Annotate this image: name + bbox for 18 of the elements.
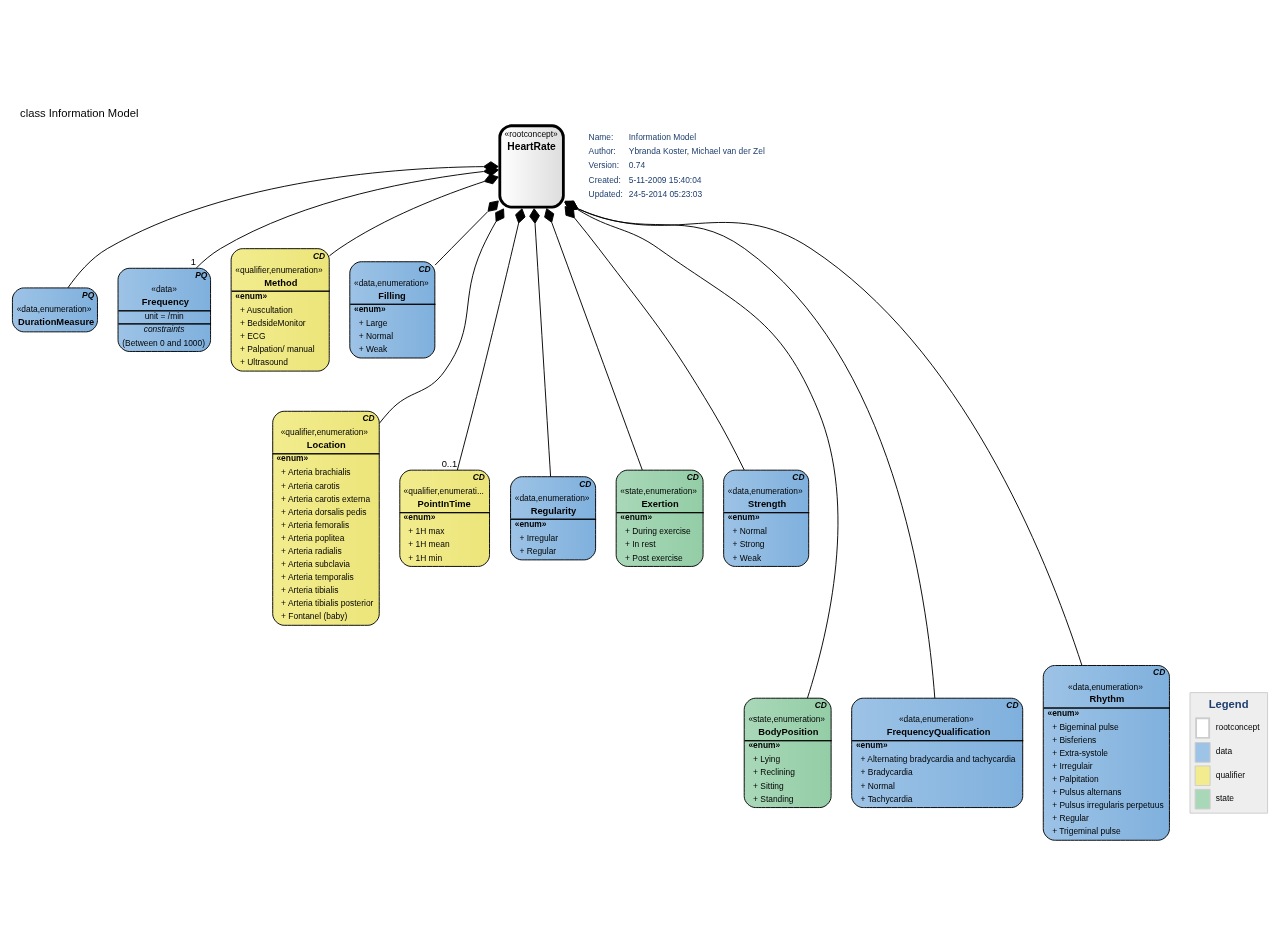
label: 5-11-2009 15:40:04 (628, 174, 702, 185)
label: 24-5-2014 05:23:03 (628, 188, 703, 199)
label: Created: (588, 174, 621, 185)
label: Legend (1208, 697, 1249, 710)
diagram-title: class Information Model (20, 107, 139, 120)
edge-label: 1 (190, 257, 196, 268)
legend-label: rootconcept (1215, 722, 1260, 733)
label: Updated: (588, 188, 623, 199)
label: Version: (588, 160, 619, 171)
label: Information Model (628, 132, 697, 143)
label: Ybranda Koster, Michael van der Zel (628, 146, 765, 157)
edge-label: 0..1 (441, 459, 458, 470)
label: Author: (588, 146, 616, 157)
label: Name: (588, 132, 614, 143)
legend-label: data (1215, 746, 1233, 757)
label: 0.74 (628, 160, 646, 171)
legend-label: state (1215, 793, 1234, 804)
legend-label: qualifier (1215, 769, 1246, 780)
